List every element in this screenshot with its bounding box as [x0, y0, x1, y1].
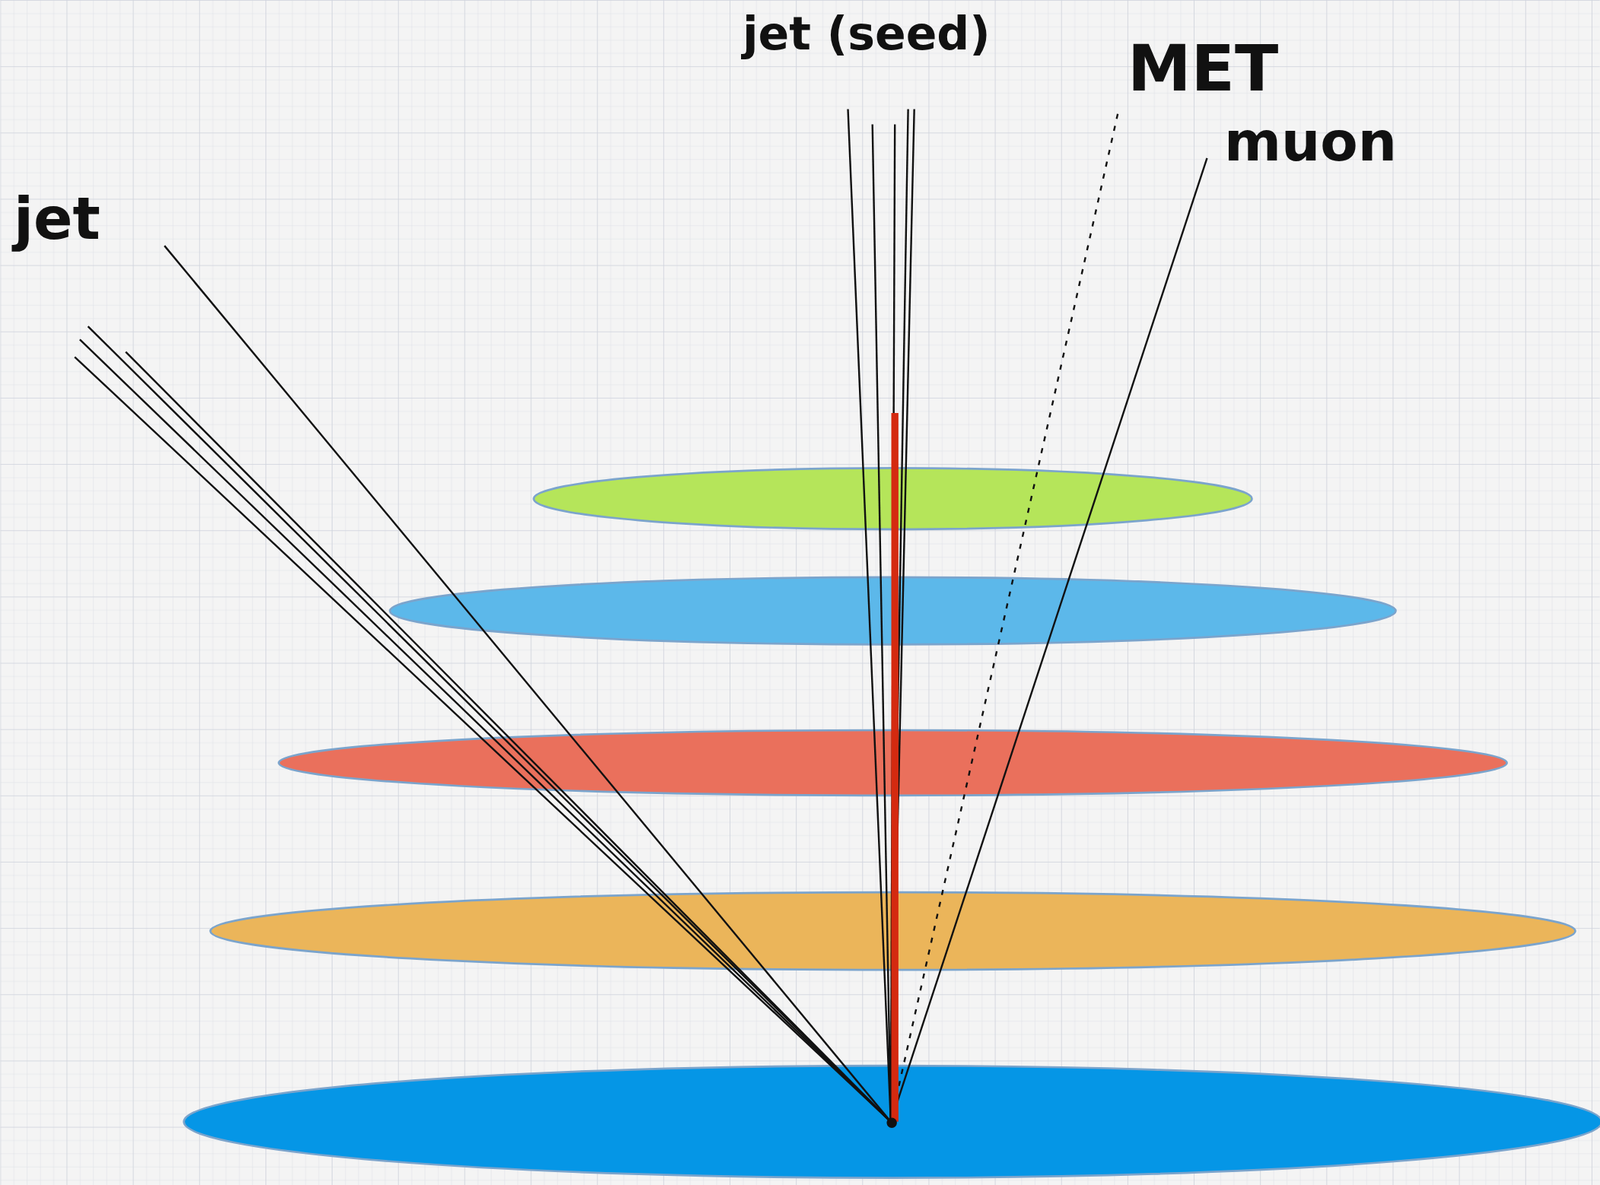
jet-track	[125, 352, 891, 1123]
jet-track	[164, 245, 891, 1123]
jet-track	[74, 356, 891, 1123]
track-label: jet (seed)	[742, 10, 991, 57]
track-label: jet	[13, 190, 101, 249]
jet-track	[848, 108, 891, 1122]
jet-track	[890, 108, 915, 1122]
seed-axis	[891, 413, 899, 1123]
jet-track	[79, 339, 891, 1122]
muon-track	[890, 158, 1208, 1123]
jet-track	[88, 326, 891, 1123]
vertex-dot	[886, 1118, 897, 1129]
track-label: MET	[1127, 36, 1279, 101]
track-label: muon	[1224, 114, 1397, 169]
jet-track	[872, 124, 891, 1123]
met-direction	[890, 107, 1120, 1123]
jet-track	[890, 124, 895, 1123]
jet-track	[890, 108, 909, 1122]
